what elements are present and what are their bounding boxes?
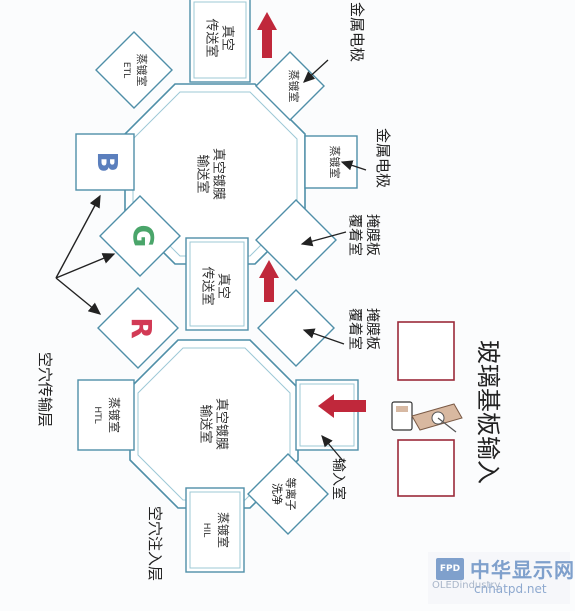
glass-input-label: 玻璃基板输入	[474, 340, 502, 484]
metal-electrode-label-1: 金属电极	[348, 2, 366, 62]
lower-mask-chamber	[257, 289, 335, 367]
right-evaporation-chamber: 蒸镀室	[304, 135, 358, 189]
htl-code: HTL	[92, 406, 102, 423]
upper-mask-chamber	[255, 199, 337, 281]
watermark-logo: FPD	[436, 558, 464, 580]
blue-chamber-letter: B	[91, 151, 124, 172]
upper-cluster-label: 真空镀膜输送室	[194, 148, 226, 200]
red-chamber: R	[97, 287, 179, 369]
lower-cluster-label: 真空镀膜输送室	[197, 398, 229, 450]
watermark-url: cnhatpd.net	[474, 582, 547, 596]
glass-substrate-lower	[397, 439, 455, 497]
green-chamber: G	[99, 195, 181, 277]
etl-label: 蒸镀室	[135, 54, 149, 87]
middle-transfer-arrow	[259, 260, 279, 302]
blue-chamber: B	[75, 133, 135, 191]
rgb-pointer-arrows	[55, 194, 116, 315]
htl-chamber: 蒸镀室 HTL	[77, 379, 135, 451]
red-chamber-letter: R	[125, 317, 158, 339]
etl-chamber: 蒸镀室 ETL	[95, 31, 173, 109]
hil-chamber: 蒸镀室 HIL	[185, 487, 245, 573]
metal-electrode-label-2: 金属电极	[374, 128, 392, 188]
middle-transfer-label: 真空传送室	[199, 266, 230, 305]
plasma-cleaning-label: 等离子洗净	[270, 478, 298, 511]
upper-cluster-chamber: 真空镀膜输送室	[124, 83, 306, 265]
top-transfer-chamber: 真空传送室	[189, 0, 251, 83]
watermark-name: 中华显示网	[470, 558, 575, 582]
glass-substrate-upper	[397, 321, 455, 381]
top-transfer-label: 真空传送室	[203, 18, 234, 57]
hil-code: HIL	[201, 523, 211, 537]
hole-injection-label: 空穴注入层	[146, 506, 164, 581]
lower-mask-label: 掩膜板覆着室	[346, 308, 380, 350]
hole-transport-label: 空穴传输层	[36, 352, 54, 427]
plasma-cleaning-chamber: 等离子洗净	[247, 453, 329, 535]
htl-label: 蒸镀室	[107, 397, 122, 433]
middle-transfer-chamber: 真空传送室	[185, 237, 249, 331]
hil-label: 蒸镀室	[216, 512, 231, 548]
input-chamber	[295, 379, 359, 451]
lower-cluster-chamber: 真空镀膜输送室	[129, 339, 299, 509]
right-evaporation-label: 蒸镀室	[328, 146, 342, 179]
robot-arm-icon	[391, 401, 463, 433]
input-arrow	[318, 394, 366, 418]
top-transfer-arrow	[257, 12, 277, 58]
right-top-evaporation-label: 蒸镀室	[287, 70, 301, 103]
etl-code: ETL	[121, 62, 131, 78]
upper-mask-label: 掩膜板覆着室	[346, 214, 380, 256]
green-chamber-letter: G	[127, 225, 160, 248]
watermark-tag: OLEDindustry	[432, 580, 501, 591]
input-chamber-label: 输入室	[330, 458, 347, 500]
